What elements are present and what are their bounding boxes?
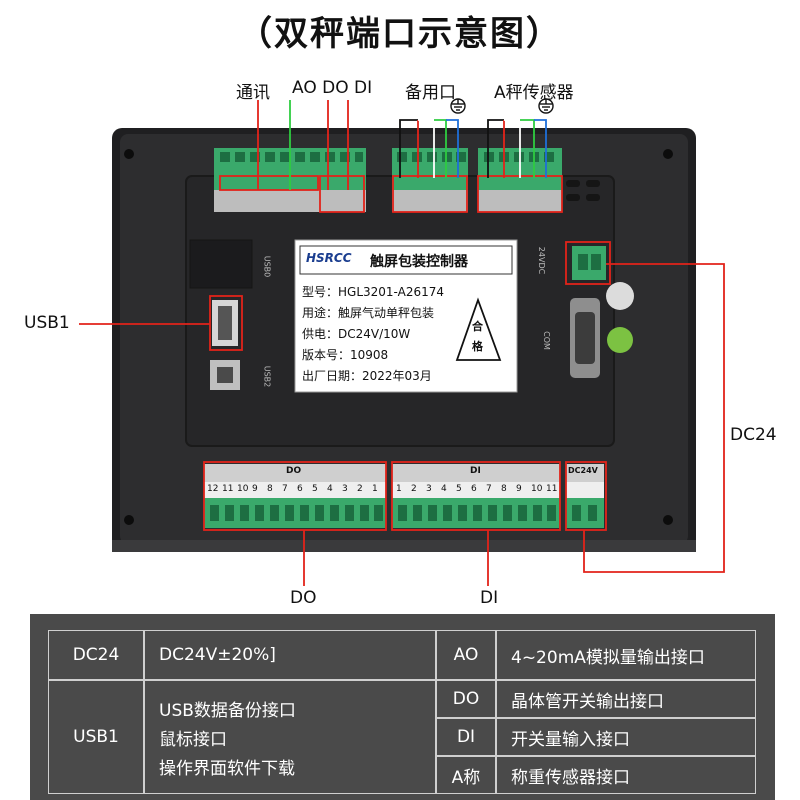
pass-mark-bottom: 格 bbox=[472, 340, 483, 353]
label-date: 出厂日期：2022年03月 bbox=[302, 369, 432, 383]
terminal-number: 10 bbox=[237, 484, 249, 494]
cell-a-scale-value: 称重传感器接口 bbox=[496, 756, 756, 794]
terminal-number: 11 bbox=[222, 484, 234, 494]
terminal-number: 3 bbox=[342, 484, 348, 494]
terminal-number: 6 bbox=[471, 484, 477, 494]
screw-icon bbox=[663, 149, 673, 159]
label-usage: 用途：触屏气动单秤包装 bbox=[302, 306, 435, 320]
pass-sticker-green bbox=[607, 327, 633, 353]
pass-triangle bbox=[455, 297, 502, 361]
strip-do-header: DO bbox=[286, 466, 302, 476]
terminal-number: 9 bbox=[516, 484, 522, 494]
terminal-strip-dc24v bbox=[566, 464, 604, 528]
screw-icon bbox=[124, 149, 134, 159]
page-title: （双秤端口示意图） bbox=[238, 14, 562, 54]
cell-di-key: DI bbox=[436, 718, 496, 756]
terminal-number: 12 bbox=[207, 484, 219, 494]
callout-comm: 通讯 bbox=[236, 83, 270, 103]
cell-do-key: DO bbox=[436, 680, 496, 718]
terminal-number: 1 bbox=[372, 484, 378, 494]
usb2-silk: USB2 bbox=[262, 365, 272, 388]
terminal-strip-do bbox=[204, 464, 386, 528]
vent-slots bbox=[566, 180, 600, 201]
terminal-number: 5 bbox=[456, 484, 462, 494]
com-silk: COM bbox=[541, 331, 551, 350]
usb1-item-software: 操作界面软件下载 bbox=[159, 758, 295, 779]
cell-dc24-value: DC24V±20%] bbox=[144, 630, 436, 680]
strip-di-header: DI bbox=[470, 466, 481, 476]
brand-logo: HSRCC bbox=[306, 251, 352, 265]
terminal-number: 8 bbox=[267, 484, 273, 494]
callout-a-scale-sensor: A秤传感器 bbox=[494, 83, 574, 103]
terminal-number: 11 bbox=[546, 484, 558, 494]
device-bottom-edge bbox=[112, 540, 696, 552]
port-description-table: DC24 DC24V±20%] AO 4~20mA模拟量输出接口 USB1 US… bbox=[30, 614, 775, 800]
cell-di-value: 开关量输入接口 bbox=[496, 718, 756, 756]
cell-dc24-key: DC24 bbox=[48, 630, 144, 680]
terminal-block-spare bbox=[392, 148, 468, 212]
terminal-number: 4 bbox=[327, 484, 333, 494]
terminal-number: 2 bbox=[357, 484, 363, 494]
cell-ao-value: 4~20mA模拟量输出接口 bbox=[496, 630, 756, 680]
callout-boxes bbox=[203, 175, 611, 531]
screw-icon bbox=[663, 515, 673, 525]
dc-silk: 24VDC bbox=[537, 246, 547, 275]
terminal-number: 3 bbox=[426, 484, 432, 494]
terminal-number: 5 bbox=[312, 484, 318, 494]
terminal-number: 7 bbox=[486, 484, 492, 494]
terminal-number: 4 bbox=[441, 484, 447, 494]
label-version: 版本号：10908 bbox=[302, 348, 389, 362]
terminal-number: 2 bbox=[411, 484, 417, 494]
terminal-number: 1 bbox=[396, 484, 402, 494]
cell-usb1-value: USB数据备份接口 鼠标接口 操作界面软件下载 bbox=[144, 680, 436, 794]
terminal-block-comm-ao-do-di bbox=[214, 148, 366, 212]
terminal-number: 8 bbox=[501, 484, 507, 494]
ground-icon bbox=[450, 98, 554, 114]
usb0-recess bbox=[189, 239, 253, 289]
label-model: 型号：HGL3201-A26174 bbox=[302, 285, 444, 299]
terminal-number: 7 bbox=[282, 484, 288, 494]
label-title: 触屏包装控制器 bbox=[370, 254, 468, 270]
cell-a-scale-key: A称 bbox=[436, 756, 496, 794]
cell-usb1-key: USB1 bbox=[48, 680, 144, 794]
cell-ao-key: AO bbox=[436, 630, 496, 680]
callout-do: DO bbox=[290, 588, 317, 608]
callout-spare-port: 备用口 bbox=[405, 83, 456, 103]
qc-sticker-white bbox=[606, 282, 634, 310]
callout-leaders bbox=[79, 100, 725, 586]
terminal-number: 10 bbox=[531, 484, 543, 494]
callout-usb1: USB1 bbox=[24, 313, 70, 333]
label-power: 供电：DC24V/10W bbox=[302, 327, 411, 341]
terminal-number: 9 bbox=[252, 484, 258, 494]
terminal-strip-di bbox=[392, 464, 560, 528]
strip-dc-header: DC24V bbox=[568, 466, 598, 475]
cell-do-value: 晶体管开关输出接口 bbox=[496, 680, 756, 718]
callout-di: DI bbox=[480, 588, 499, 608]
callout-ao-do-di: AO DO DI bbox=[292, 78, 373, 98]
callout-dc24: DC24 bbox=[730, 425, 777, 445]
screw-icon bbox=[124, 515, 134, 525]
terminal-number: 6 bbox=[297, 484, 303, 494]
pass-mark-top: 合 bbox=[472, 320, 483, 333]
usb1-item-mouse: 鼠标接口 bbox=[159, 729, 227, 750]
usb0-silk: USB0 bbox=[262, 255, 272, 278]
usb1-item-backup: USB数据备份接口 bbox=[159, 700, 296, 721]
